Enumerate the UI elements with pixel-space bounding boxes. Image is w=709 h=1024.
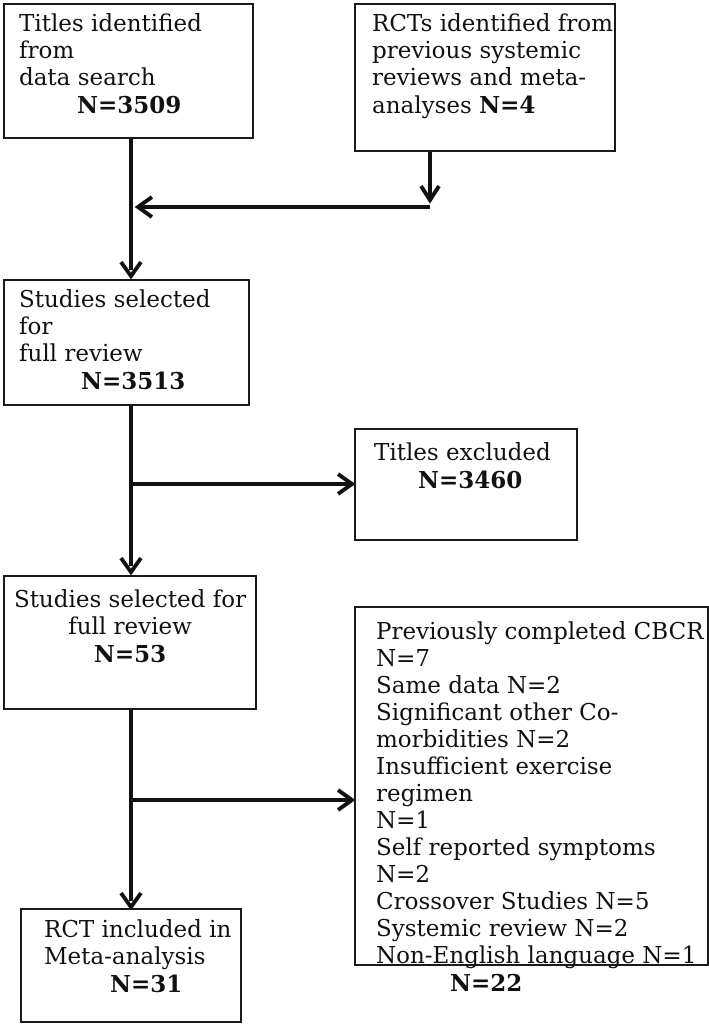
arrowhead-merge (134, 195, 154, 219)
box-rcts-identified-text: RCTs identified from previous systemic r… (372, 11, 613, 119)
exclusion-reason-line: Significant other Co- (376, 700, 619, 726)
arrowhead-box6 (336, 788, 356, 812)
box-titles-identified-count: N=3509 (77, 92, 182, 119)
arrowhead-box3 (119, 260, 143, 280)
box-studies-selected-1: Studies selected for full review N=3513 (3, 279, 250, 406)
exclusion-reason-line: N=7 (376, 646, 431, 672)
arrowhead-box7 (119, 891, 143, 911)
box-titles-excluded-text: Titles excluded (374, 440, 551, 466)
box-titles-identified-text: Titles identified from data search (19, 11, 202, 91)
box-studies-selected-1-count: N=3513 (81, 368, 186, 395)
box-titles-identified: Titles identified from data search N=350… (3, 3, 254, 139)
box-studies-selected-2-count: N=53 (93, 641, 167, 668)
box-rct-included-text: RCT included in Meta-analysis (44, 917, 232, 970)
box-exclusion-reasons-count: N=22 (450, 970, 523, 997)
box-studies-selected-1-text: Studies selected for full review (19, 287, 211, 367)
arrowhead-box5 (119, 556, 143, 576)
box-rct-included-count: N=31 (110, 971, 183, 998)
exclusion-reason-line: Non-English language N=1 (376, 943, 697, 969)
exclusion-reason-line: N=1 (376, 808, 431, 834)
box-titles-excluded-count: N=3460 (418, 467, 523, 494)
exclusion-reason-line: Previously completed CBCR (376, 619, 704, 645)
box-studies-selected-2: Studies selected for full review N=53 (3, 575, 257, 710)
exclusion-reason-line: Systemic review N=2 (376, 916, 629, 942)
box-titles-excluded: Titles excluded N=3460 (354, 428, 578, 541)
exclusion-reason-line: morbidities N=2 (376, 727, 571, 753)
exclusion-reason-line: Insufficient exercise regimen (376, 754, 620, 807)
box-rct-included: RCT included in Meta-analysis N=31 (20, 908, 242, 1023)
exclusion-reason-line: Self reported symptoms N=2 (376, 835, 663, 888)
box-rcts-identified: RCTs identified from previous systemic r… (354, 3, 616, 152)
exclusion-reason-line: Same data N=2 (376, 673, 561, 699)
box-rcts-identified-count: N=4 (479, 92, 536, 119)
arrowhead-box2-down (419, 184, 441, 204)
exclusion-reason-line: Crossover Studies N=5 (376, 889, 650, 915)
box-studies-selected-2-text: Studies selected for full review (13, 587, 247, 640)
arrowhead-box4 (336, 472, 356, 496)
